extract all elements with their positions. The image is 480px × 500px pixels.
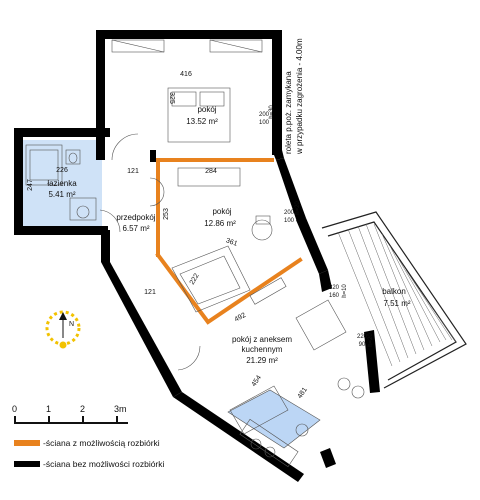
- window-3-width: 220: [329, 285, 340, 291]
- room-area-hallway: 6.57 m²: [122, 224, 149, 233]
- room-name-hallway: przedpokój: [116, 213, 155, 222]
- dim-481: 481: [297, 386, 309, 400]
- legend-text-fixed: -ściana bez możliwości rozbiórki: [43, 459, 165, 469]
- scale-label-3: 3m: [114, 404, 127, 414]
- shutter-note-line-1: roleta p.poż. zamykana: [284, 71, 293, 154]
- room-area-balcony: 7.51 m²: [383, 299, 410, 308]
- dim-121-b: 121: [144, 289, 156, 296]
- dim-284: 284: [205, 168, 217, 175]
- room-name-living-kitchen-line2: kuchennym: [242, 345, 283, 354]
- legend-swatch-removable: [14, 440, 40, 446]
- window-1-height: 100: [259, 120, 270, 126]
- room-name-bedroom-1: pokój: [197, 105, 216, 114]
- legend-fixed: -ściana bez możliwości rozbiórki: [14, 459, 164, 469]
- window-1-width: 200: [259, 112, 270, 118]
- window-1-sill: h=30: [269, 105, 275, 119]
- balcony: [321, 211, 467, 389]
- scale-tick-0: [14, 416, 16, 424]
- dim-492: 492: [233, 312, 247, 324]
- room-name-bathroom: łazienka: [47, 179, 77, 188]
- room-area-bedroom-2: 12.86 m²: [204, 219, 236, 228]
- window-3-height: 160: [329, 293, 340, 299]
- shutter-note-line-2: w przypadku zagrożenia - 4.00m: [295, 38, 304, 155]
- scale-label-0: 0: [12, 404, 18, 414]
- window-2-sill: h=20: [295, 201, 301, 215]
- dim-226: 226: [56, 167, 68, 174]
- furniture: [25, 39, 365, 468]
- legend-swatch-fixed: [14, 461, 40, 467]
- room-area-bedroom-1: 13.52 m²: [186, 117, 218, 126]
- scale-bar-line: [14, 422, 128, 424]
- room-name-bedroom-2: pokój: [212, 207, 231, 216]
- scale-label-1: 1: [46, 404, 52, 414]
- window-4-width: 220: [357, 334, 368, 340]
- dim-361: 361: [225, 237, 238, 248]
- compass: [45, 310, 81, 349]
- window-4-sill: h=20: [368, 333, 374, 347]
- window-4-height: 90: [359, 342, 366, 348]
- room-area-living-kitchen: 21.29 m²: [246, 356, 278, 365]
- scale-tick-2: [82, 416, 84, 424]
- window-3-sill: h=10: [342, 284, 348, 298]
- dim-454: 454: [251, 374, 263, 388]
- dim-247: 247: [27, 179, 34, 191]
- compass-letter: N: [69, 321, 74, 328]
- legend-text-removable: -ściana z możliwością rozbiórki: [43, 438, 160, 448]
- balcony-decking: [337, 223, 457, 367]
- dim-325: 325: [168, 92, 175, 104]
- legend-removable: -ściana z możliwością rozbiórki: [14, 438, 160, 448]
- dim-416: 416: [180, 71, 192, 78]
- removable-walls: [155, 158, 303, 325]
- window-2-height: 100: [284, 218, 295, 224]
- room-name-balcony: balkon: [382, 287, 406, 296]
- fixed-walls: [14, 30, 380, 482]
- scale-bar: [14, 416, 128, 428]
- window-2-width: 200: [284, 210, 295, 216]
- dim-253: 253: [163, 208, 170, 220]
- scale-tick-3: [116, 416, 118, 424]
- dim-222: 222: [189, 272, 201, 286]
- scale-label-2: 2: [80, 404, 86, 414]
- scale-tick-1: [48, 416, 50, 424]
- dim-121-a: 121: [127, 168, 139, 175]
- room-area-bathroom: 5.41 m²: [48, 190, 75, 199]
- room-name-living-kitchen: pokój z aneksem: [232, 335, 292, 344]
